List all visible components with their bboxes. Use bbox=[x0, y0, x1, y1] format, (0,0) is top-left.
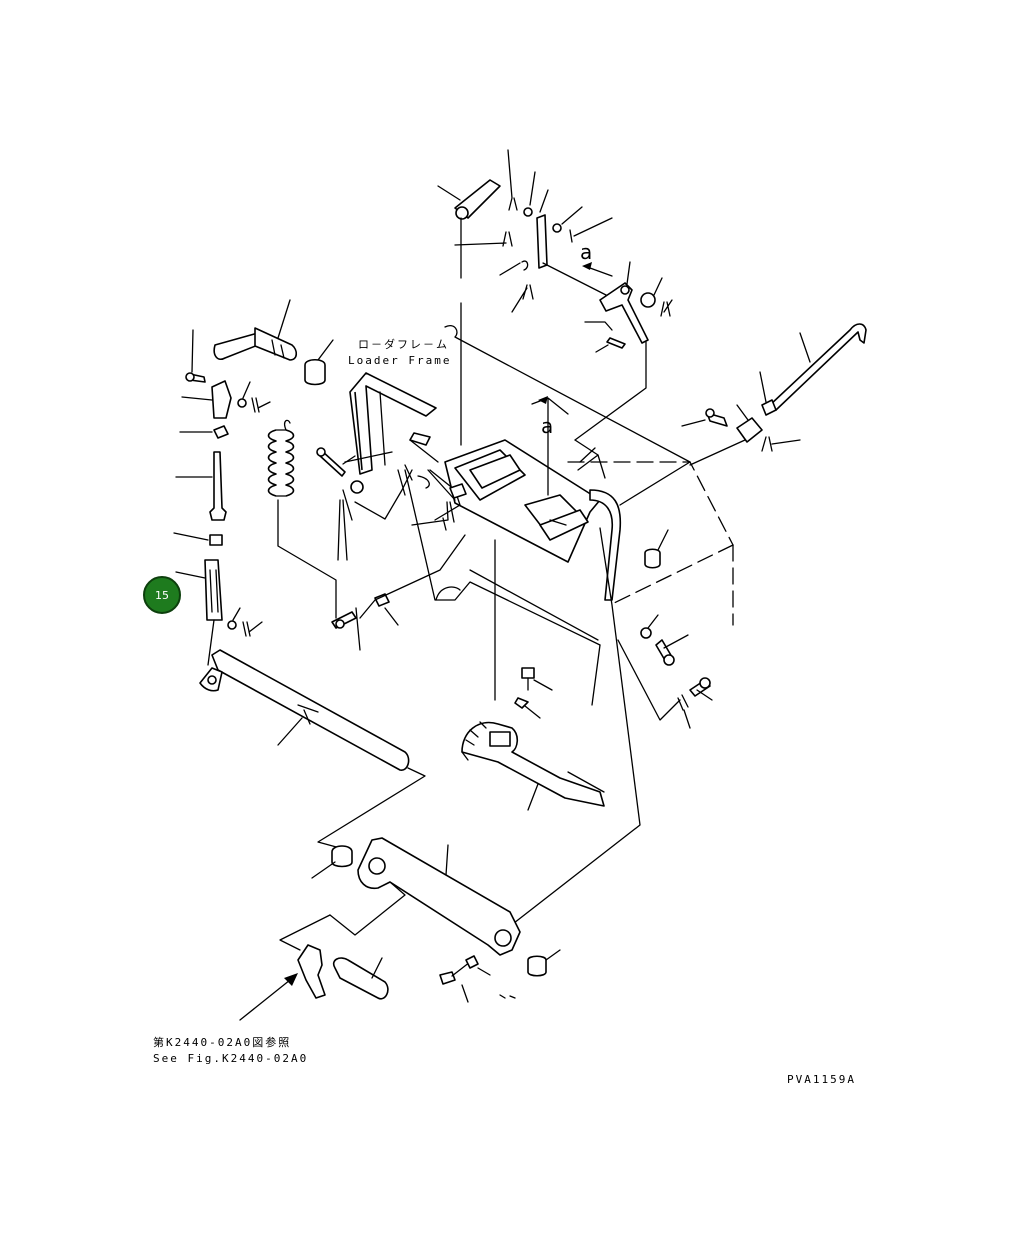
callout-15-button[interactable]: 15 bbox=[143, 576, 181, 614]
long-shaft bbox=[211, 649, 410, 771]
upper-lever-eye bbox=[455, 206, 469, 220]
left-clevis bbox=[211, 380, 232, 419]
lower-bushing-right bbox=[527, 955, 547, 977]
left-nut bbox=[213, 425, 229, 439]
right-block bbox=[736, 417, 763, 443]
loader-frame-jp-label: ロ－ダフレ－ム bbox=[358, 338, 449, 351]
pedal-group bbox=[461, 667, 605, 811]
spring bbox=[267, 429, 295, 497]
bellcrank bbox=[599, 282, 649, 344]
pedal-arm bbox=[461, 721, 605, 807]
right-bushing bbox=[644, 548, 661, 569]
lower-yoke bbox=[357, 837, 521, 956]
upper-bushing bbox=[640, 292, 656, 308]
pedal-bracket-plate bbox=[444, 439, 601, 563]
see-fig-jp-label: 第K2440-02A0図参照 bbox=[153, 1036, 292, 1049]
loader-frame-en-label: Loader Frame bbox=[348, 354, 452, 367]
pedal-bolt bbox=[521, 667, 535, 679]
upper-bolt bbox=[606, 337, 626, 349]
left-lever bbox=[213, 332, 259, 361]
right-rod bbox=[769, 323, 867, 411]
view-a-top-label: a bbox=[580, 240, 593, 264]
center-assembly bbox=[316, 325, 691, 646]
frame-rod bbox=[589, 489, 622, 601]
lower-bushing-left bbox=[331, 845, 353, 868]
adjusting-rod bbox=[209, 451, 227, 521]
long-shaft-group bbox=[199, 649, 426, 849]
upper-linkage-group bbox=[437, 149, 673, 446]
lower-fork bbox=[297, 944, 326, 999]
left-linkage-group bbox=[173, 299, 466, 666]
drawing-code-label: PVA1159A bbox=[787, 1073, 856, 1086]
see-fig-en-label: See Fig.K2440-02A0 bbox=[153, 1052, 309, 1065]
left-link-plate bbox=[204, 559, 223, 621]
left-bushing bbox=[304, 358, 326, 386]
frame-bracket bbox=[349, 372, 437, 475]
view-a-mid-label: a bbox=[541, 414, 554, 438]
upper-plate bbox=[536, 214, 548, 269]
left-shaft-sleeve bbox=[254, 327, 298, 361]
lower-linkage-group bbox=[239, 837, 561, 1021]
lower-tube bbox=[332, 957, 389, 1000]
hood-outline bbox=[494, 461, 734, 931]
right-rod-group bbox=[591, 323, 867, 729]
